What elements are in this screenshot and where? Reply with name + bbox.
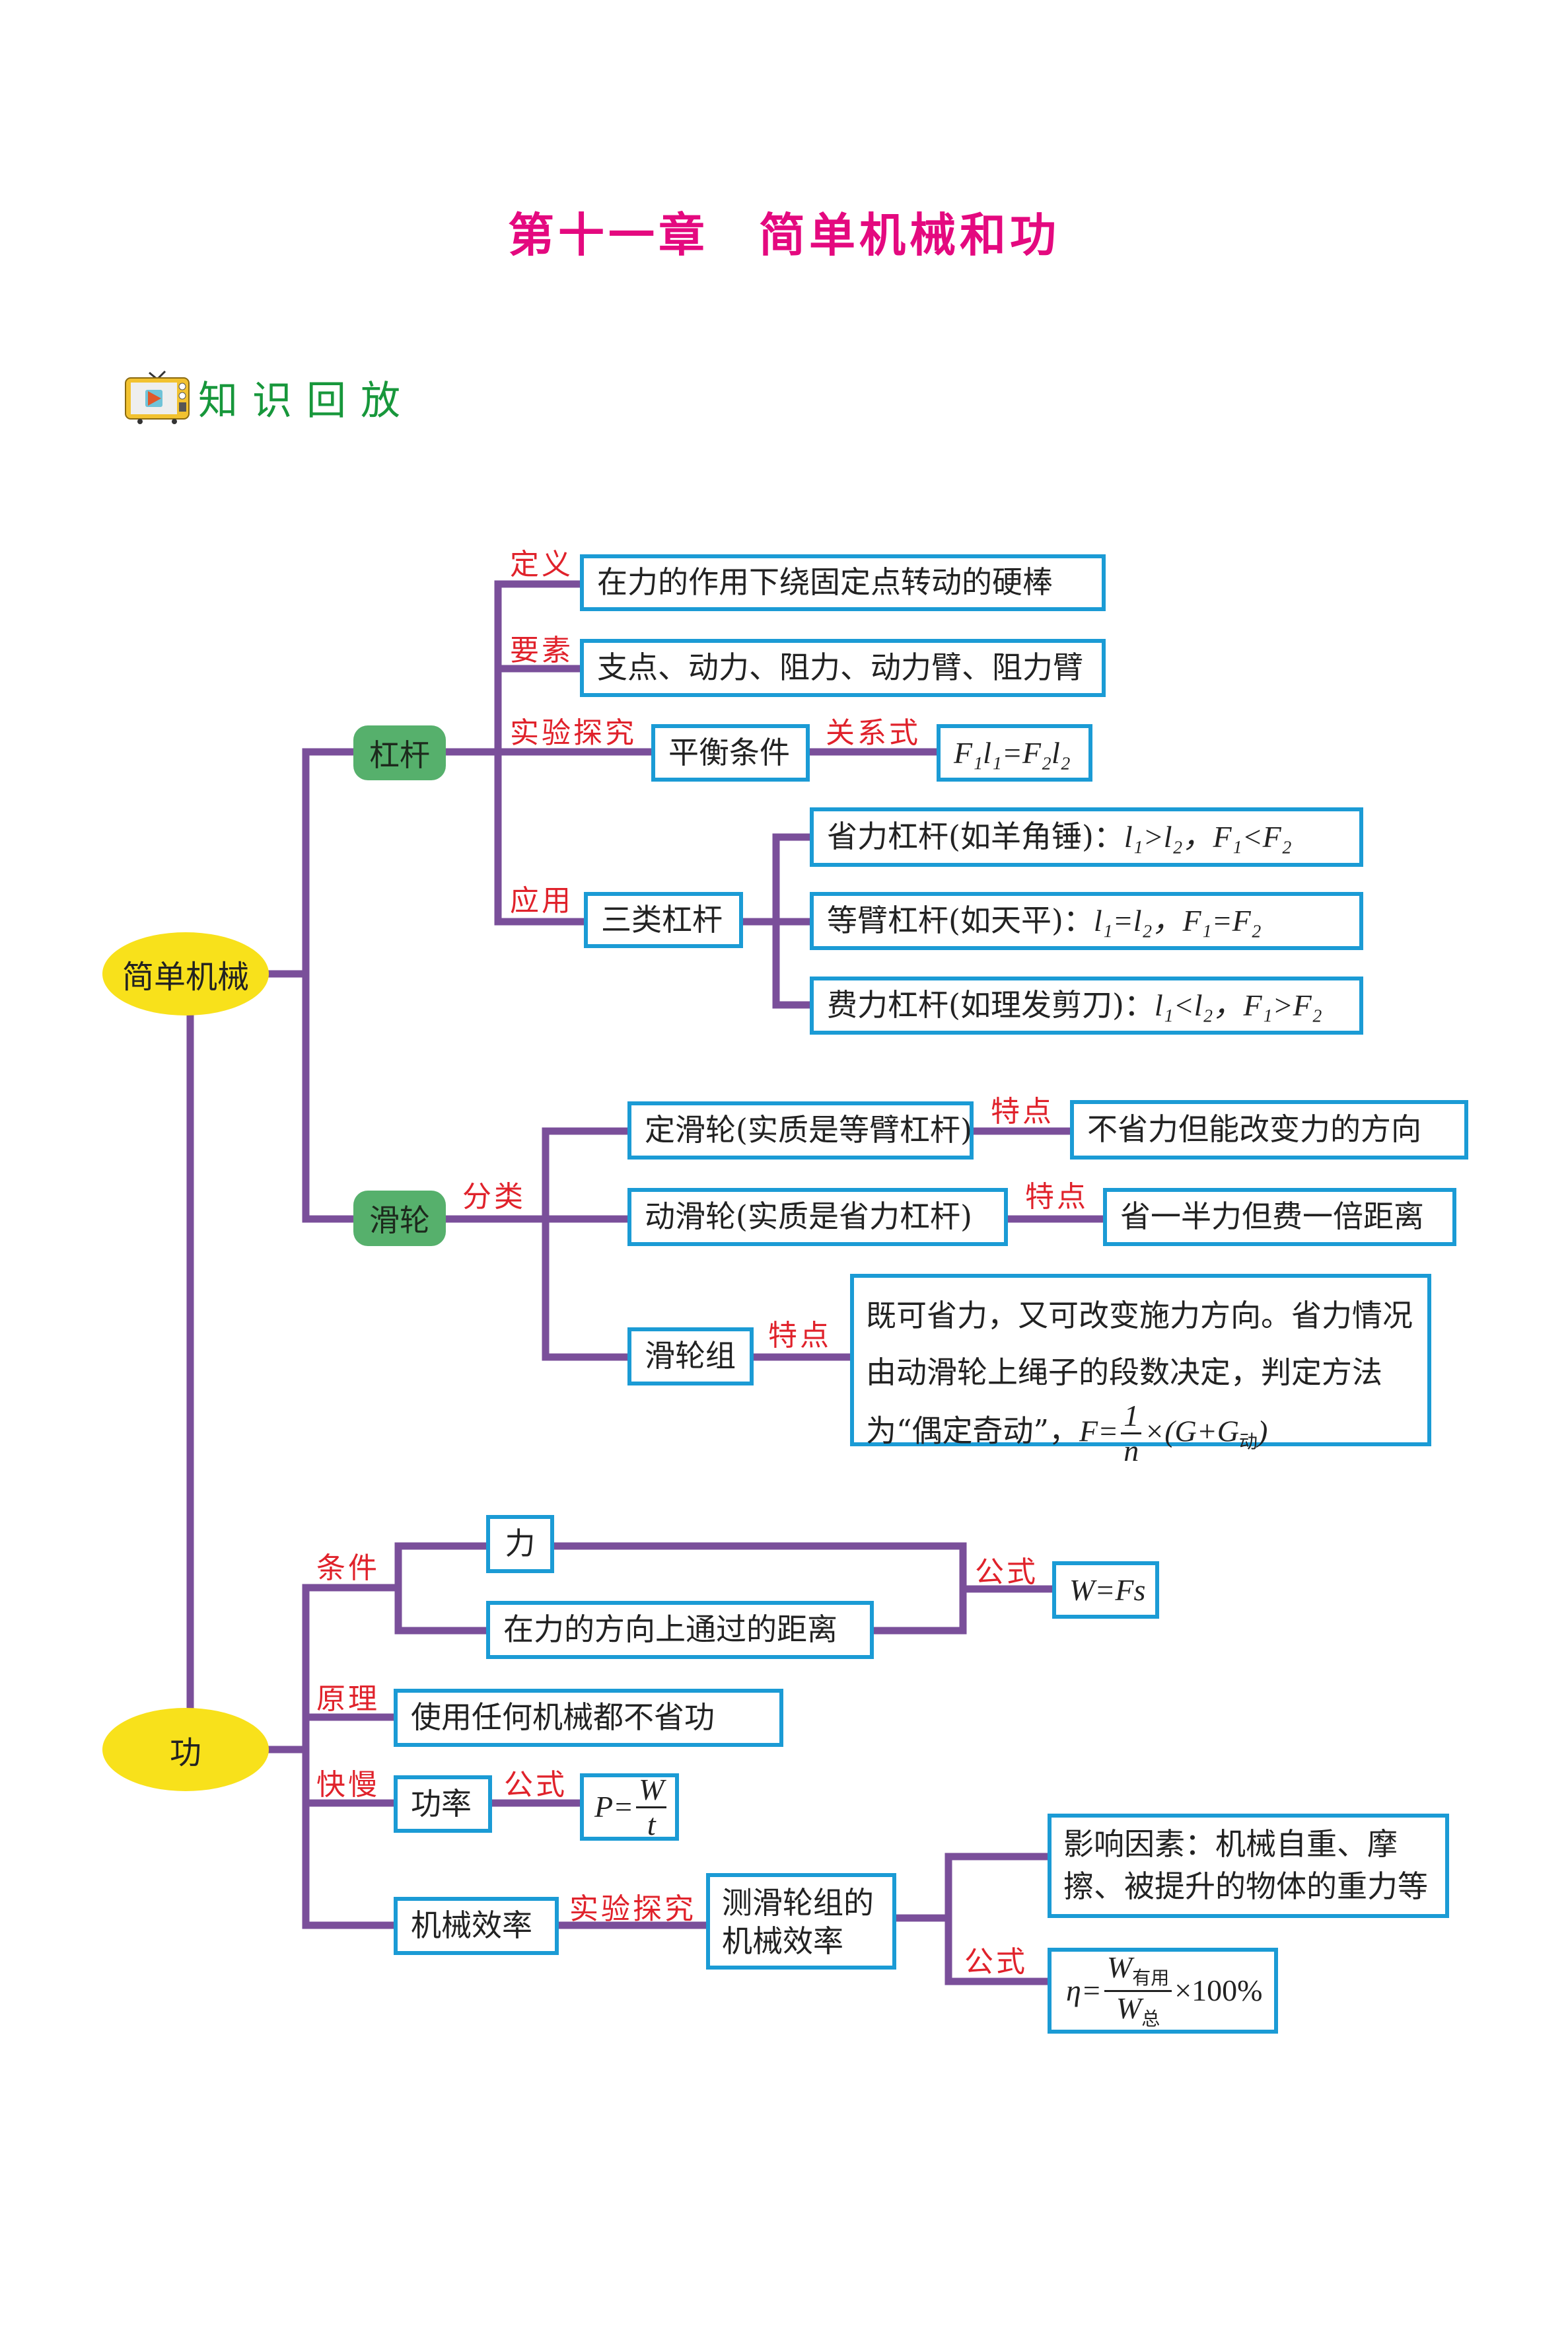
box-force: 力 bbox=[486, 1515, 554, 1573]
lever-type-name: 费力杠杆(如理发剪刀)： bbox=[827, 987, 1155, 1023]
lever-type-formula: l₁>l₂，F₁<F₂ bbox=[1123, 820, 1292, 854]
box-fixed-pulley: 定滑轮(实质是等臂杠杆) bbox=[627, 1101, 974, 1160]
box-force-saving-lever: 省力杠杆(如羊角锤)：l₁>l₂，F₁<F₂ bbox=[810, 807, 1363, 867]
box-lever-elements: 支点、动力、阻力、动力臂、阻力臂 bbox=[580, 639, 1106, 697]
denominator: n bbox=[1123, 1434, 1139, 1467]
lever-type-name: 省力杠杆(如羊角锤)： bbox=[827, 819, 1124, 855]
tag-feature: 特点 bbox=[768, 1319, 832, 1352]
page-title: 第十一章 简单机械和功 bbox=[508, 208, 1060, 262]
numerator: 1 bbox=[1121, 1401, 1142, 1434]
node-lever: 杠杆 bbox=[353, 725, 446, 780]
box-movable-pulley-feature: 省一半力但费一倍距离 bbox=[1103, 1188, 1456, 1246]
box-work-principle: 使用任何机械都不省功 bbox=[394, 1689, 783, 1747]
tag-classification: 分类 bbox=[462, 1180, 526, 1214]
tag-speed: 快慢 bbox=[316, 1768, 380, 1802]
formula-close: ) bbox=[1258, 1414, 1268, 1448]
tag-experiment: 实验探究 bbox=[569, 1892, 696, 1926]
tag-formula: 公式 bbox=[964, 1945, 1028, 1979]
tag-principle: 原理 bbox=[316, 1682, 380, 1716]
formula-rhs: ×(G+G bbox=[1144, 1414, 1240, 1448]
feature-line: 由动滑轮上绳子的段数决定，判定方法 bbox=[866, 1354, 1382, 1390]
box-lever-definition: 在力的作用下绕固定点转动的硬棒 bbox=[580, 554, 1106, 611]
box-pulley-block: 滑轮组 bbox=[627, 1327, 754, 1385]
formula-lhs: η= bbox=[1066, 1974, 1102, 2008]
tag-definition: 定义 bbox=[510, 548, 573, 581]
numerator-symbol: W bbox=[1106, 1950, 1133, 1985]
tag-relation: 关系式 bbox=[826, 716, 921, 750]
box-fixed-pulley-feature: 不省力但能改变力的方向 bbox=[1070, 1100, 1468, 1160]
numerator: W bbox=[636, 1774, 667, 1808]
box-lever-formula: F₁l₁=F₂l₂ bbox=[937, 724, 1092, 782]
node-work: 功 bbox=[102, 1708, 269, 1791]
tag-formula: 公式 bbox=[504, 1768, 567, 1802]
box-distance: 在力的方向上通过的距离 bbox=[486, 1601, 874, 1659]
feature-line: 既可省力，又可改变施力方向。省力情况 bbox=[866, 1298, 1413, 1333]
formula-lhs: F= bbox=[1079, 1414, 1119, 1448]
denominator-sub: 总 bbox=[1141, 2009, 1160, 2030]
box-mechanical-efficiency: 机械效率 bbox=[394, 1897, 559, 1955]
tv-play-icon bbox=[123, 365, 192, 424]
tag-feature: 特点 bbox=[1025, 1180, 1088, 1214]
box-movable-pulley: 动滑轮(实质是省力杠杆) bbox=[627, 1188, 1008, 1246]
denominator: t bbox=[647, 1807, 656, 1841]
lever-type-formula: l₁=l₂，F₁=F₂ bbox=[1093, 904, 1262, 938]
tag-application: 应用 bbox=[510, 884, 573, 918]
box-power: 功率 bbox=[394, 1775, 492, 1833]
tag-feature: 特点 bbox=[991, 1095, 1054, 1128]
box-effort-lever: 费力杠杆(如理发剪刀)：l₁<l₂，F₁>F₂ bbox=[810, 977, 1363, 1035]
tag-experiment: 实验探究 bbox=[510, 716, 637, 750]
formula-sub: 动 bbox=[1239, 1430, 1258, 1453]
section-title: 知识回放 bbox=[198, 378, 415, 424]
lever-type-formula: l₁<l₂，F₁>F₂ bbox=[1154, 988, 1322, 1023]
denominator-symbol: W bbox=[1116, 1991, 1142, 2025]
box-balance-condition: 平衡条件 bbox=[651, 724, 810, 782]
method-text: 为“偶定奇动”， bbox=[866, 1413, 1080, 1449]
tag-condition: 条件 bbox=[316, 1551, 380, 1585]
node-pulley: 滑轮 bbox=[353, 1191, 446, 1246]
tag-elements: 要素 bbox=[510, 634, 573, 667]
formula-rhs: ×100% bbox=[1174, 1974, 1263, 2008]
box-measure-efficiency: 测滑轮组的机械效率 bbox=[706, 1873, 896, 1970]
numerator-sub: 有用 bbox=[1132, 1968, 1170, 1989]
box-efficiency-factors: 影响因素：机械自重、摩擦、被提升的物体的重力等 bbox=[1048, 1814, 1449, 1918]
tag-formula: 公式 bbox=[975, 1555, 1038, 1589]
lever-type-name: 等臂杠杆(如天平)： bbox=[827, 903, 1094, 939]
formula-lhs: P= bbox=[594, 1790, 634, 1824]
box-three-lever-types: 三类杠杆 bbox=[584, 892, 743, 948]
box-equal-arm-lever: 等臂杠杆(如天平)：l₁=l₂，F₁=F₂ bbox=[810, 892, 1363, 950]
node-simple-machines: 简单机械 bbox=[102, 932, 269, 1015]
box-pulley-block-feature: 既可省力，又可改变施力方向。省力情况 由动滑轮上绳子的段数决定，判定方法 为“偶… bbox=[850, 1274, 1431, 1466]
box-work-formula: W=Fs bbox=[1052, 1561, 1159, 1619]
numerator: W有用 bbox=[1104, 1950, 1172, 1992]
denominator: W总 bbox=[1116, 1992, 1160, 2029]
